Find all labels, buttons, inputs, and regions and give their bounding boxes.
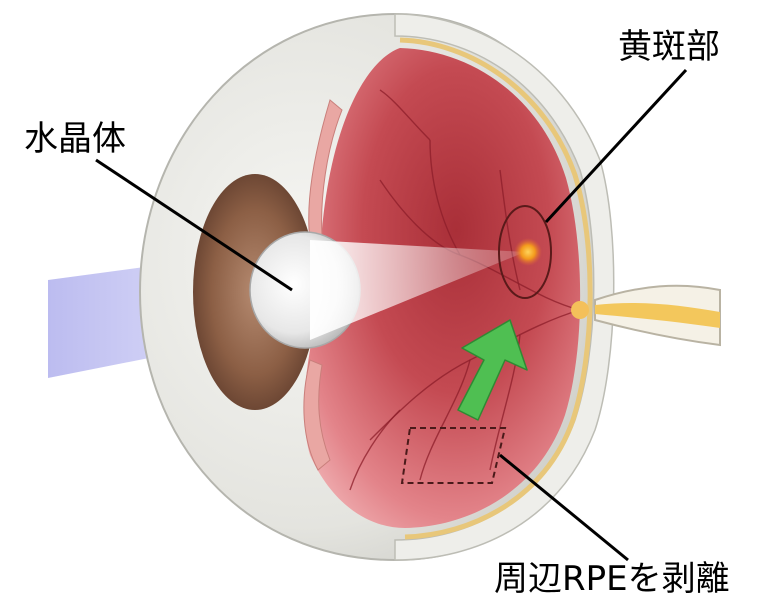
optic-disc xyxy=(571,301,589,319)
macula-label: 黄斑部 xyxy=(618,30,720,64)
peripheral-rpe-label: 周辺RPEを剥離 xyxy=(494,562,730,596)
lens-label: 水晶体 xyxy=(24,122,126,156)
fovea xyxy=(514,238,542,266)
